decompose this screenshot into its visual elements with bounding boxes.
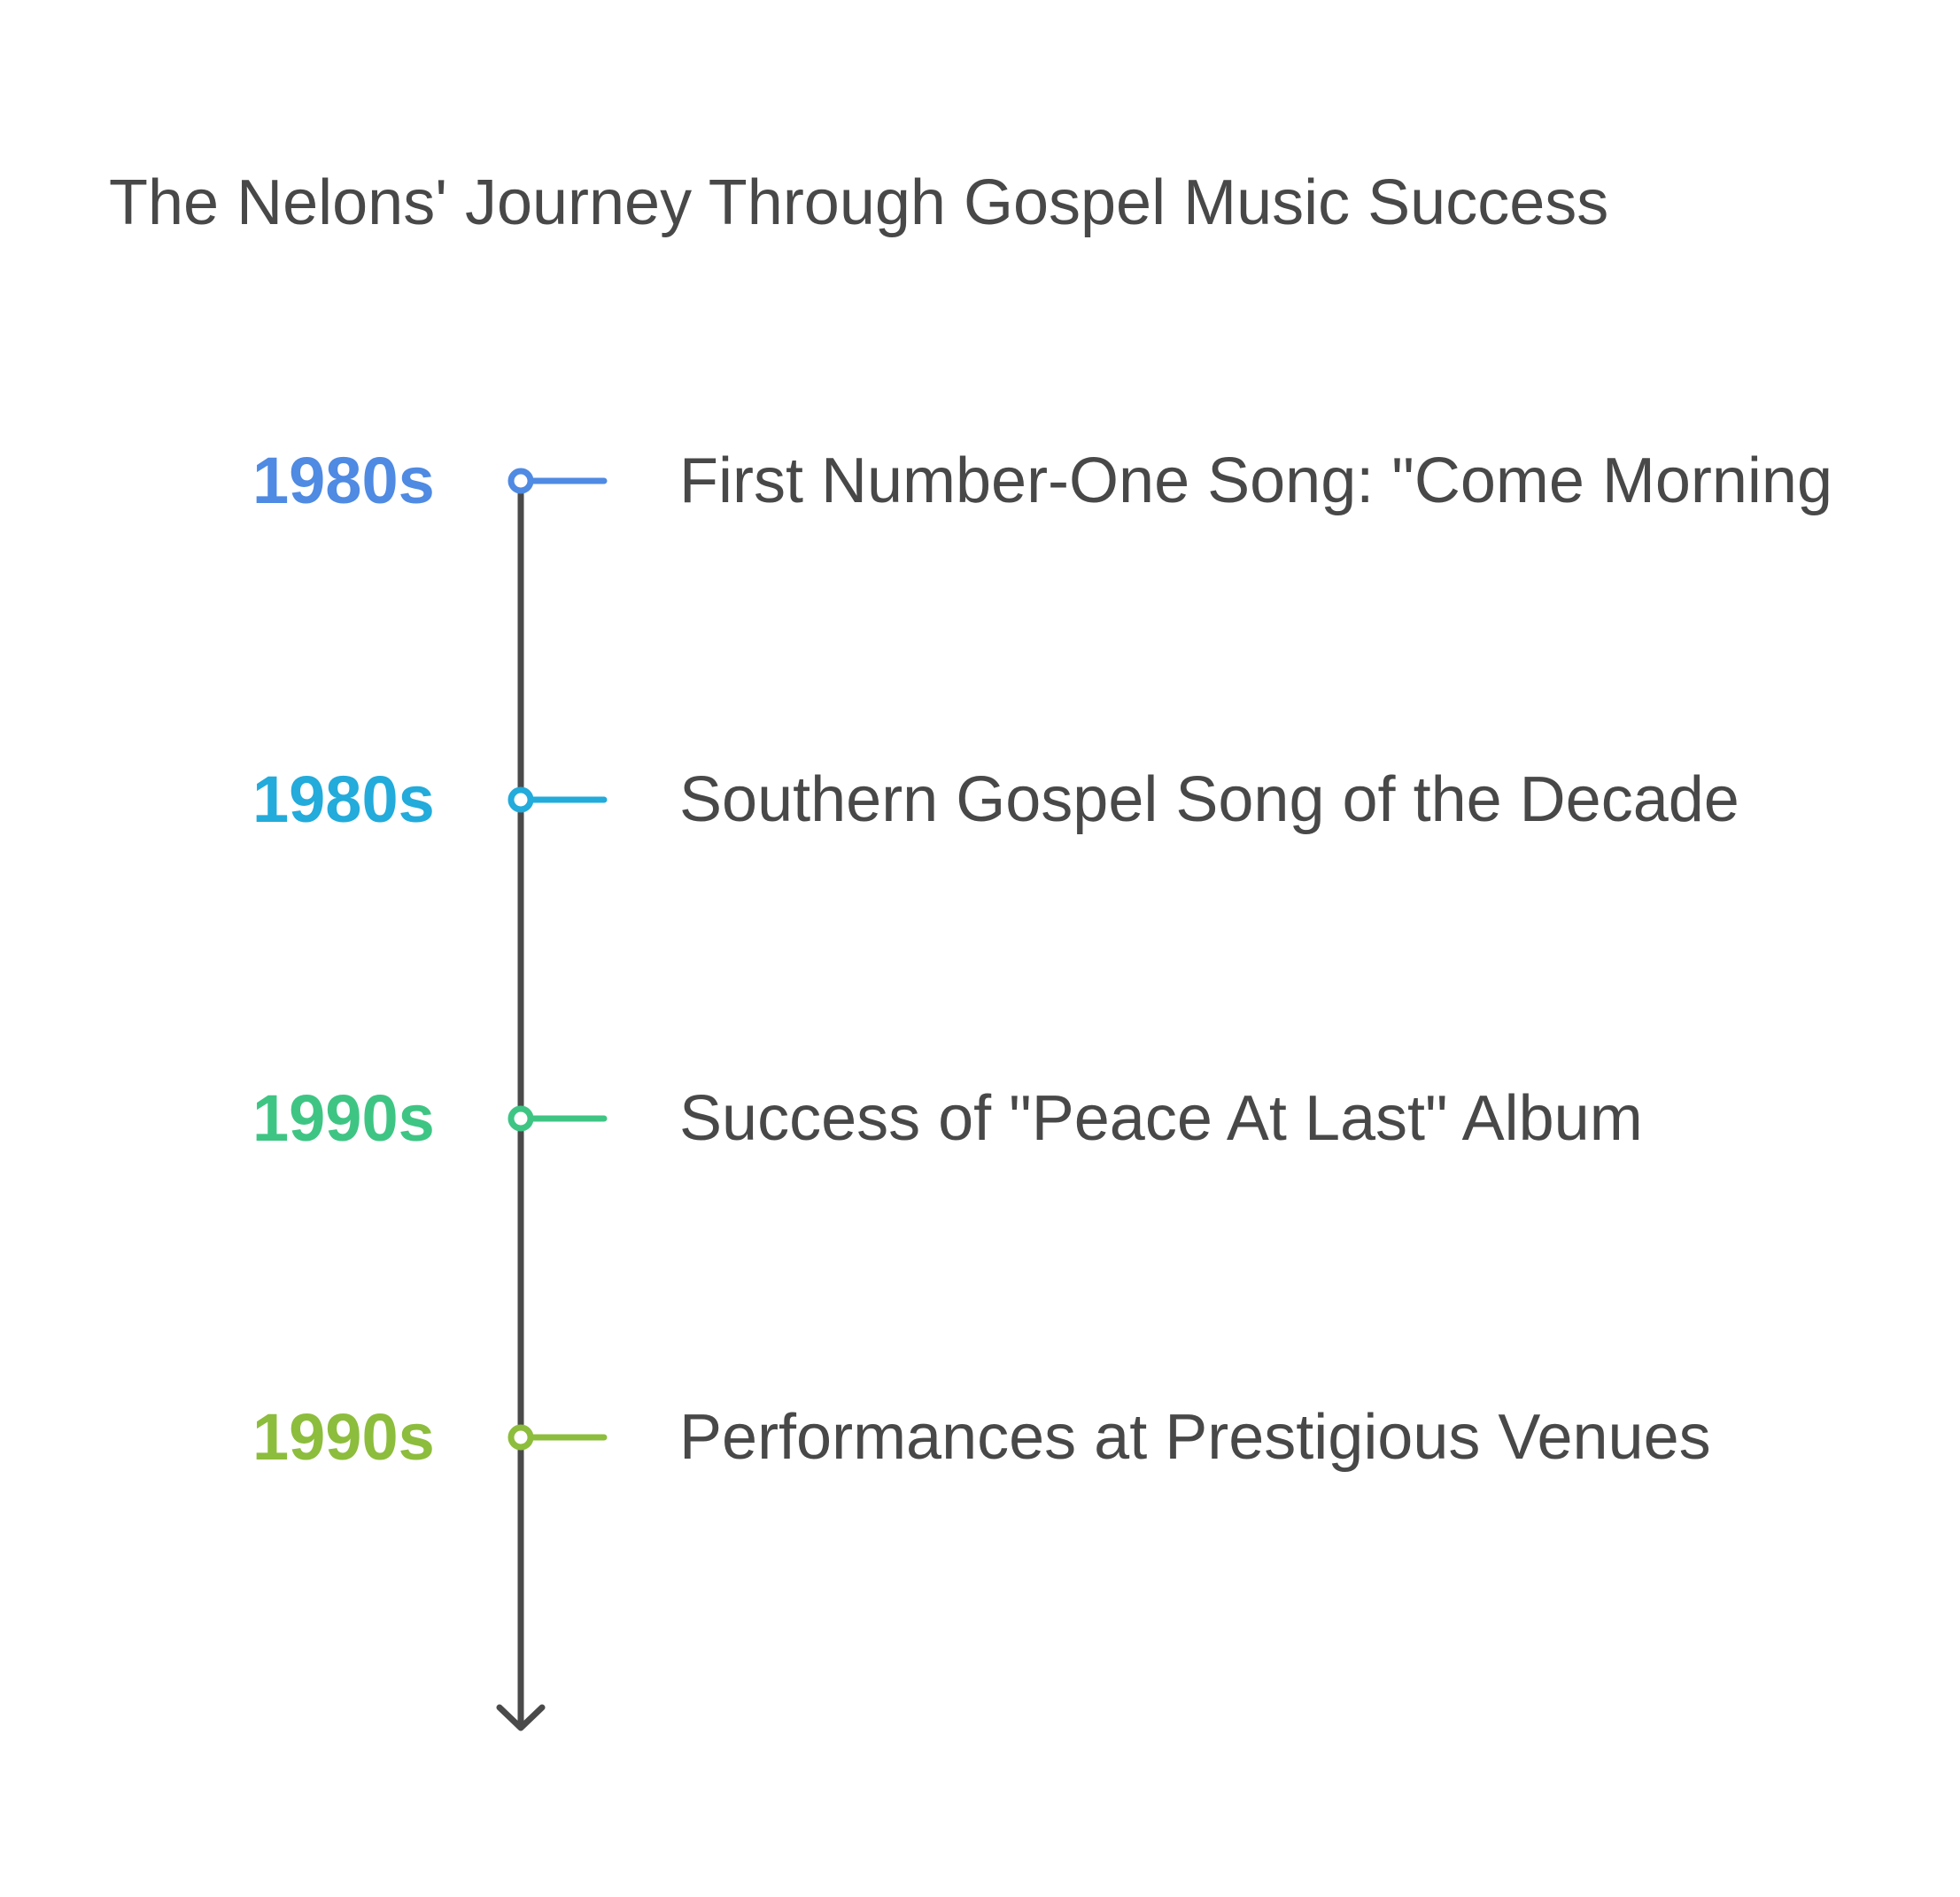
timeline-marker (507, 1424, 608, 1451)
event-label: Southern Gospel Song of the Decade (679, 764, 1739, 835)
period-label: 1990s (252, 1400, 435, 1474)
diagram-title: The Nelons' Journey Through Gospel Music… (109, 167, 1609, 238)
arrow-down-icon (496, 1704, 546, 1731)
period-label: 1980s (252, 444, 435, 517)
timeline-marker (507, 468, 608, 494)
period-label: 1990s (252, 1081, 435, 1155)
period-label: 1980s (252, 763, 435, 836)
event-label: Success of "Peace At Last" Album (679, 1083, 1643, 1154)
event-label: First Number-One Song: "Come Morning (679, 445, 1833, 516)
timeline-marker (507, 1105, 608, 1132)
event-label: Performances at Prestigious Venues (679, 1402, 1711, 1473)
timeline-marker (507, 786, 608, 813)
